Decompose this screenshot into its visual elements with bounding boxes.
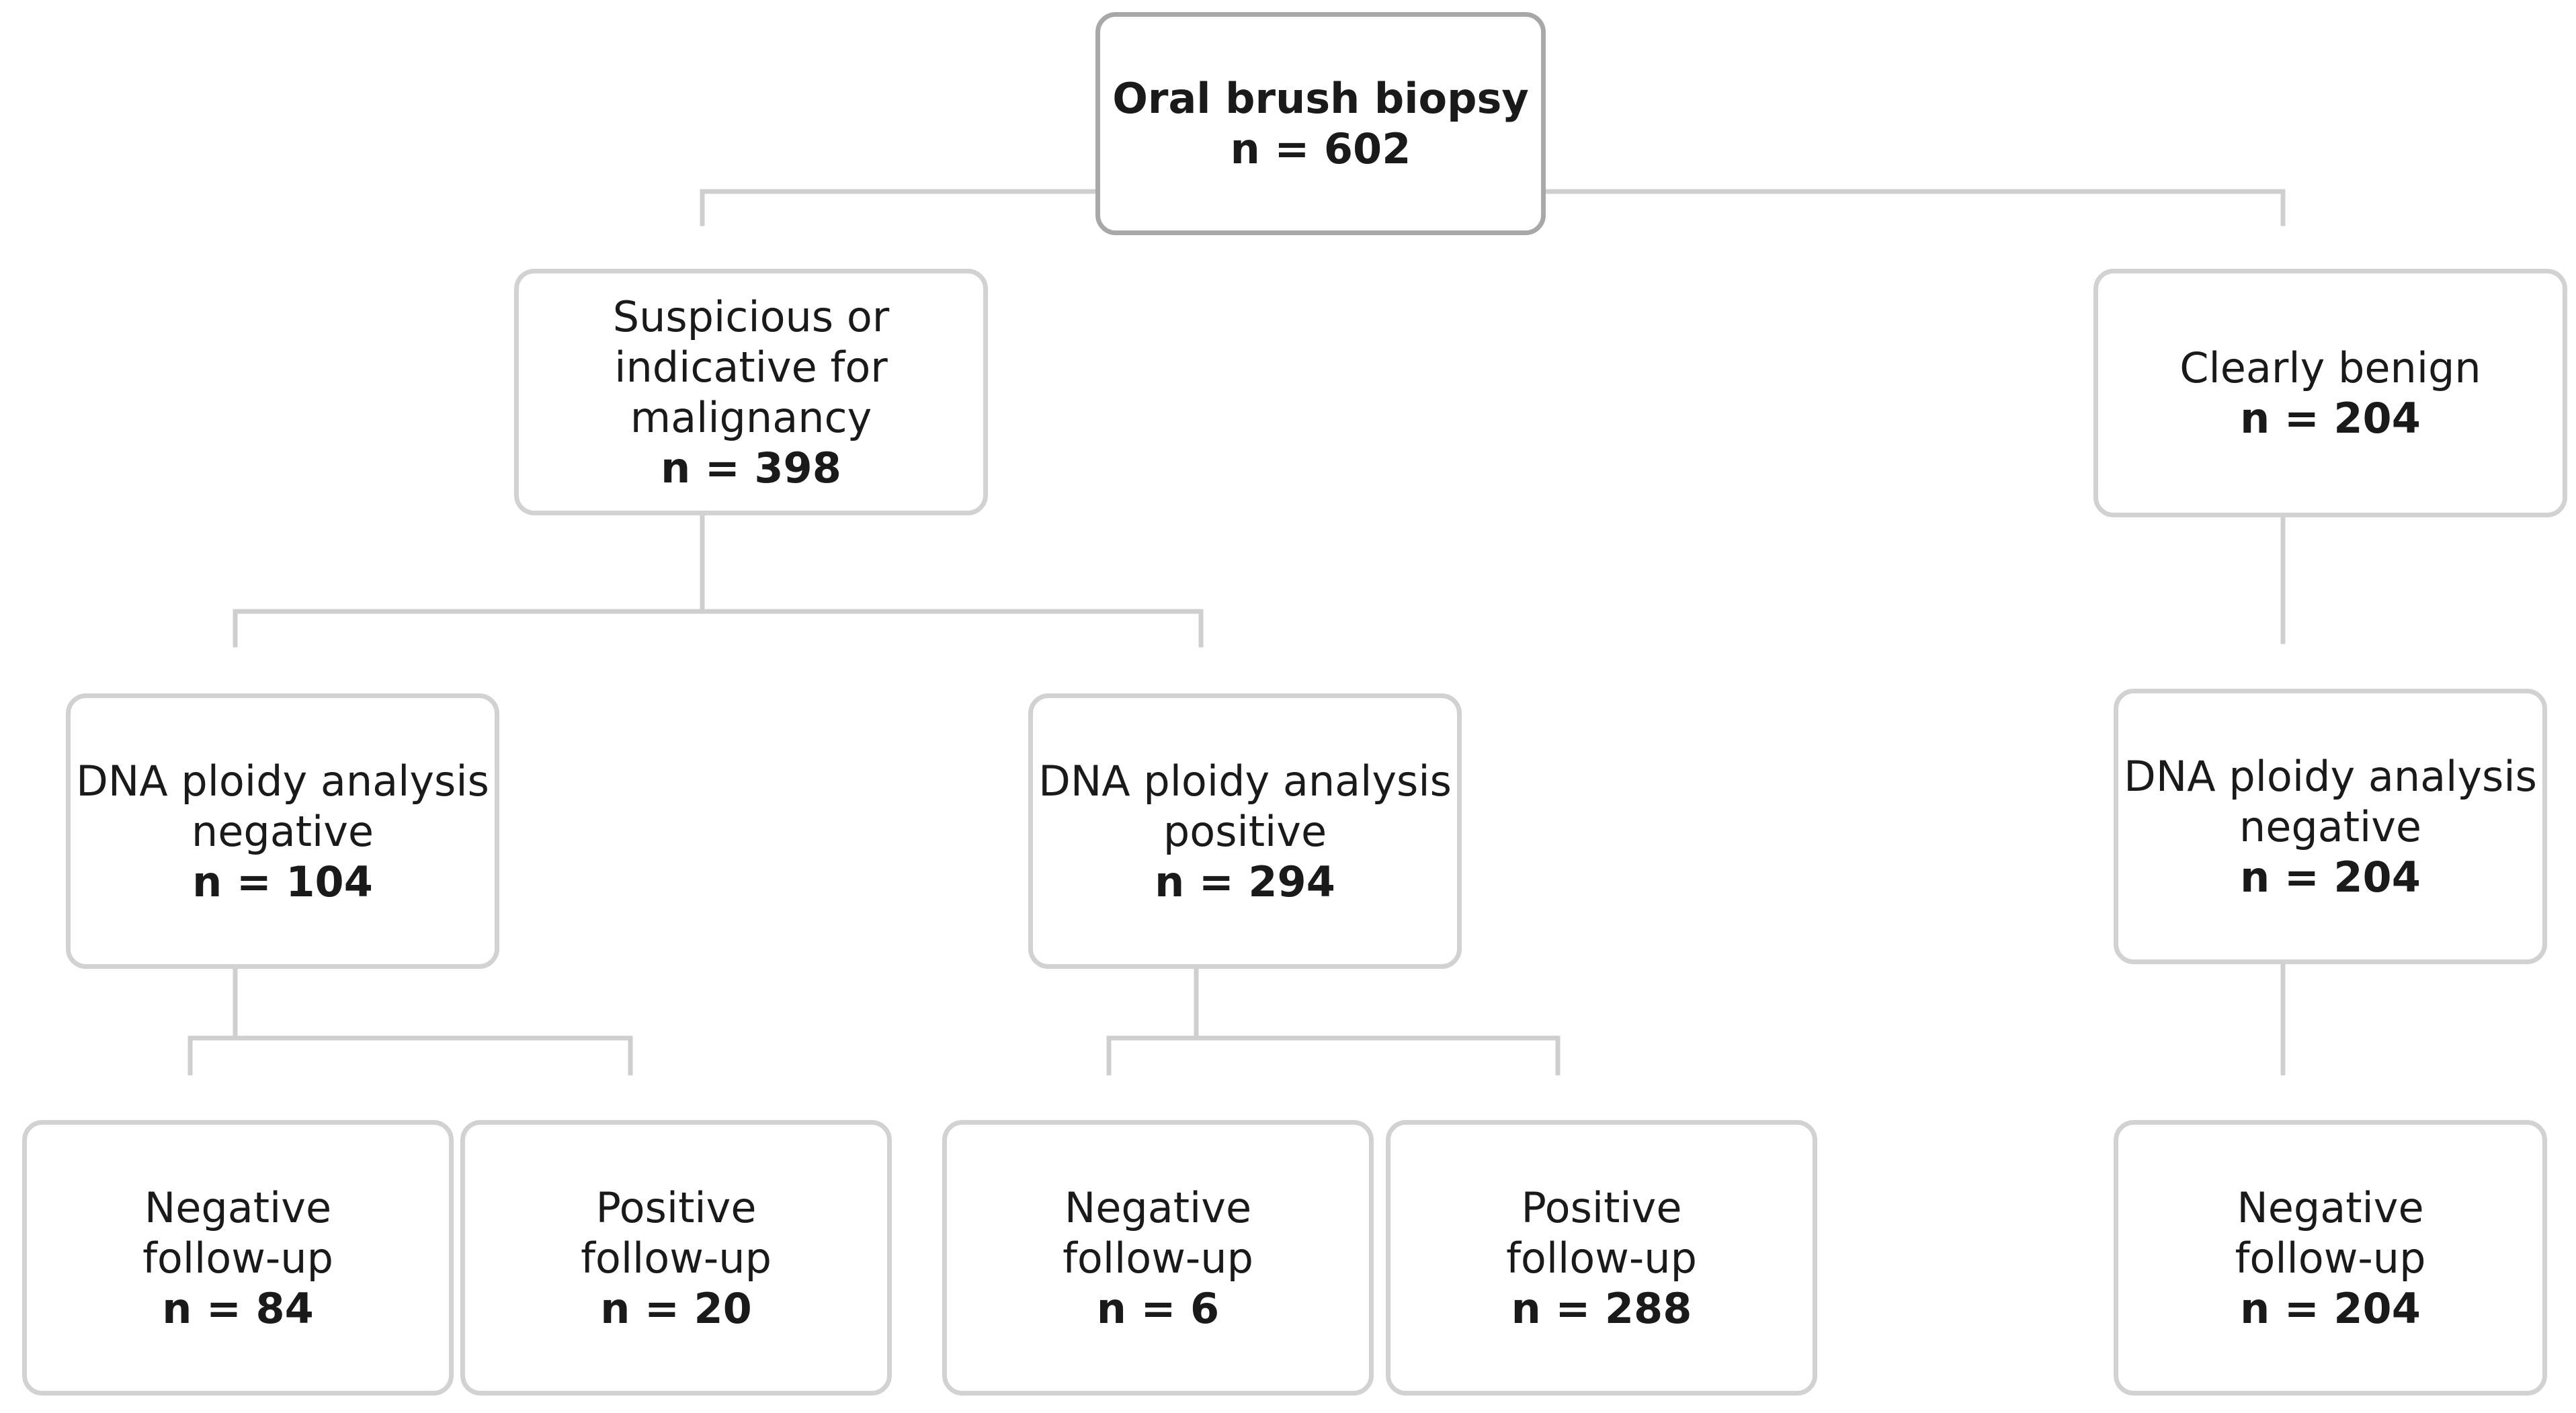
node-count: n = 20 xyxy=(600,1283,752,1333)
node-count: n = 288 xyxy=(1511,1283,1692,1333)
node-label-line: follow-up xyxy=(1506,1233,1697,1283)
node-count: n = 294 xyxy=(1155,857,1335,906)
node-label-line: Negative xyxy=(2237,1183,2424,1232)
node-label-line: DNA ploidy analysis xyxy=(76,756,489,806)
node-benign-negative-followup-204: Negative follow-up n = 204 xyxy=(2114,1120,2547,1396)
node-label-line: Negative xyxy=(1064,1183,1252,1232)
node-label-line: follow-up xyxy=(2235,1233,2426,1283)
node-count: n = 398 xyxy=(661,443,841,493)
node-label-line: negative xyxy=(2239,802,2422,851)
node-label-line: follow-up xyxy=(1063,1233,1253,1283)
node-count: n = 204 xyxy=(2240,394,2421,443)
node-label-line: Suspicious or xyxy=(612,292,890,341)
node-count: n = 6 xyxy=(1096,1283,1220,1333)
node-count: n = 84 xyxy=(162,1283,314,1333)
node-label-line: Positive xyxy=(1521,1183,1682,1232)
node-label-line: indicative for xyxy=(614,342,888,392)
node-dna-ploidy-negative: DNA ploidy analysis negative n = 104 xyxy=(66,693,499,969)
node-count: n = 104 xyxy=(192,857,373,906)
node-count: n = 204 xyxy=(2240,852,2421,902)
node-label-line: follow-up xyxy=(142,1233,333,1283)
node-dna-ploidy-positive: DNA ploidy analysis positive n = 294 xyxy=(1028,693,1462,969)
node-label-line: Positive xyxy=(595,1183,757,1232)
node-title: Oral brush biopsy xyxy=(1112,74,1529,123)
node-label-line: DNA ploidy analysis xyxy=(2124,751,2537,801)
node-negative-followup-6: Negative follow-up n = 6 xyxy=(942,1120,1374,1396)
node-positive-followup-288: Positive follow-up n = 288 xyxy=(1386,1120,1817,1396)
node-label-line: negative xyxy=(191,806,374,856)
node-oral-brush-biopsy: Oral brush biopsy n = 602 xyxy=(1095,12,1546,235)
node-benign-dna-ploidy-negative: DNA ploidy analysis negative n = 204 xyxy=(2114,689,2547,964)
node-negative-followup-84: Negative follow-up n = 84 xyxy=(22,1120,454,1396)
node-clearly-benign: Clearly benign n = 204 xyxy=(2093,269,2567,517)
node-suspicious-malignancy: Suspicious or indicative for malignancy … xyxy=(514,269,988,515)
node-label-line: malignancy xyxy=(630,392,872,442)
node-positive-followup-20: Positive follow-up n = 20 xyxy=(460,1120,892,1396)
node-label-line: Clearly benign xyxy=(2179,343,2481,392)
node-count: n = 204 xyxy=(2240,1283,2421,1333)
node-count: n = 602 xyxy=(1230,124,1411,173)
node-label-line: DNA ploidy analysis xyxy=(1038,756,1452,806)
node-label-line: Negative xyxy=(144,1183,332,1232)
node-label-line: follow-up xyxy=(581,1233,772,1283)
node-label-line: positive xyxy=(1163,806,1327,856)
